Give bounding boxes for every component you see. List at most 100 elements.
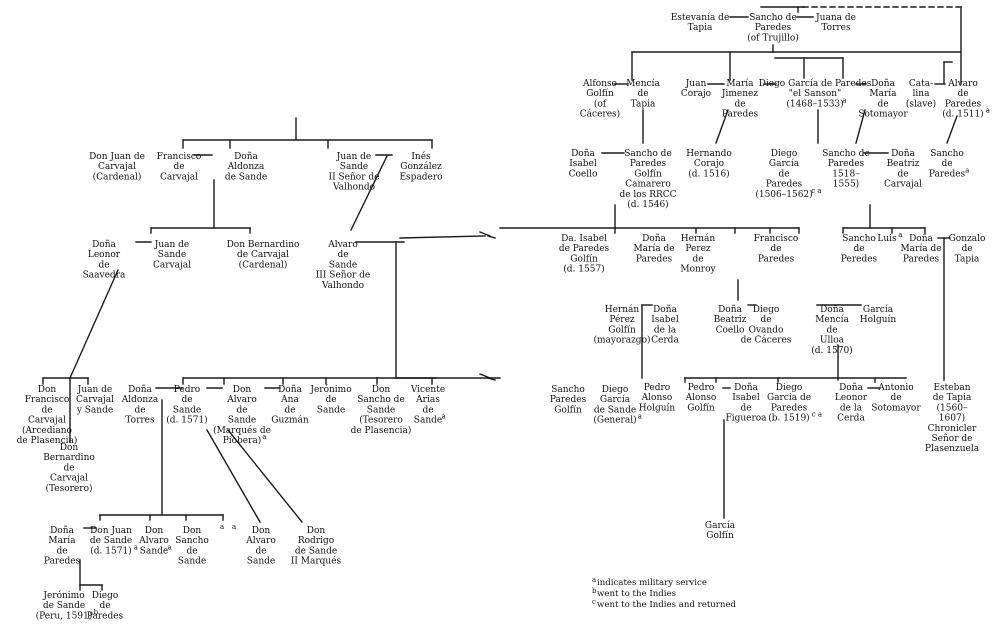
name-line: Holguín (860, 314, 897, 325)
name-line: de (255, 546, 266, 556)
name-line: Carvajal (160, 172, 198, 182)
name-line: Doña (909, 234, 933, 244)
name-line: de los RRCC (619, 190, 676, 200)
name-line: Carvajal (76, 395, 114, 405)
name-line: Doña (653, 305, 677, 315)
name-line: y Sande (76, 405, 113, 415)
name-line: de (961, 244, 972, 254)
name-line: de Sande (43, 601, 85, 611)
name-line: (d. 1546) (627, 199, 668, 210)
name-line: (General) (593, 415, 636, 426)
name-line: Juan de (336, 152, 372, 162)
name-line: Torres (125, 416, 155, 426)
name-line: Paredes (945, 99, 982, 109)
name-line: Paredes (630, 159, 667, 169)
name-line: Isabel (569, 159, 597, 169)
connector-line (206, 429, 261, 523)
name-line: (Tesorero) (45, 483, 92, 494)
name-line: Sotomayor (858, 110, 908, 120)
legend-marker-b: b (592, 587, 597, 595)
name-line: de (236, 405, 247, 415)
name-line: 1607) (939, 413, 965, 424)
name-line: Ovando (749, 325, 784, 335)
name-line: Sande (367, 405, 395, 415)
name-line: Beatriz (714, 315, 747, 325)
name-line: Sotomayor (871, 403, 921, 413)
name-line: Alfonso (582, 79, 617, 89)
name-line: lina (913, 89, 931, 99)
name-line: Alvaro (245, 536, 276, 546)
name-line: Sande (228, 416, 256, 426)
name-line: Paredes (722, 110, 759, 120)
name-line: "el Sanson" (789, 89, 842, 99)
name-line: de (890, 393, 901, 403)
name-line: Don (38, 385, 57, 395)
name-line: Pedro (174, 385, 200, 395)
name-line: Paredes (828, 159, 865, 169)
name-line: II Señor de (329, 172, 380, 182)
name-line: Valhondo (332, 183, 375, 193)
name-line: Aldonza (227, 162, 265, 172)
name-line: de (897, 169, 908, 179)
name-line: Rodrigo (298, 536, 334, 546)
name-line: (d. 1557) (563, 264, 604, 275)
name-line: de (740, 403, 751, 413)
service-marker: a (262, 433, 266, 441)
name-line: García (705, 520, 736, 531)
name-line: Leonor (88, 250, 121, 260)
name-line: (b. 1519) (768, 413, 809, 424)
service-marker: a (842, 96, 846, 104)
name-line: Cerda (651, 336, 679, 346)
name-line: Luis (877, 234, 897, 244)
connector-line (487, 235, 496, 239)
name-line: Paredes (766, 180, 803, 190)
name-line: Da. Isabel (561, 234, 607, 244)
name-line: Doña (718, 305, 742, 315)
name-line: Hernán (605, 304, 640, 315)
connector-line (487, 377, 496, 381)
name-line: de (853, 244, 864, 254)
name-line: Espadero (399, 172, 442, 182)
name-line: Mencía (815, 314, 849, 325)
name-line: Paredes (44, 557, 81, 567)
name-line: Juan (685, 79, 707, 89)
name-line: de (181, 395, 192, 405)
name-line: Sande (340, 162, 368, 172)
name-line: García (863, 304, 894, 315)
name-line: Monroy (680, 265, 716, 275)
name-line: Holguín (639, 402, 676, 413)
name-line: Pedro (644, 383, 670, 393)
legend-text-a: indicates military service (597, 578, 707, 588)
name-line: Paredes (755, 23, 792, 33)
name-line: de (692, 254, 703, 264)
name-line: II Marqués (291, 556, 342, 567)
name-line: de (99, 601, 110, 611)
name-line: Carvajal (153, 260, 191, 270)
name-line: Doña (642, 234, 666, 244)
name-line: Golfín (687, 402, 715, 413)
name-line: de Sande (90, 536, 132, 546)
name-line: Sande (317, 405, 345, 415)
name-line: Don Juan (90, 526, 132, 536)
name-line: Jerónimo (309, 384, 351, 395)
